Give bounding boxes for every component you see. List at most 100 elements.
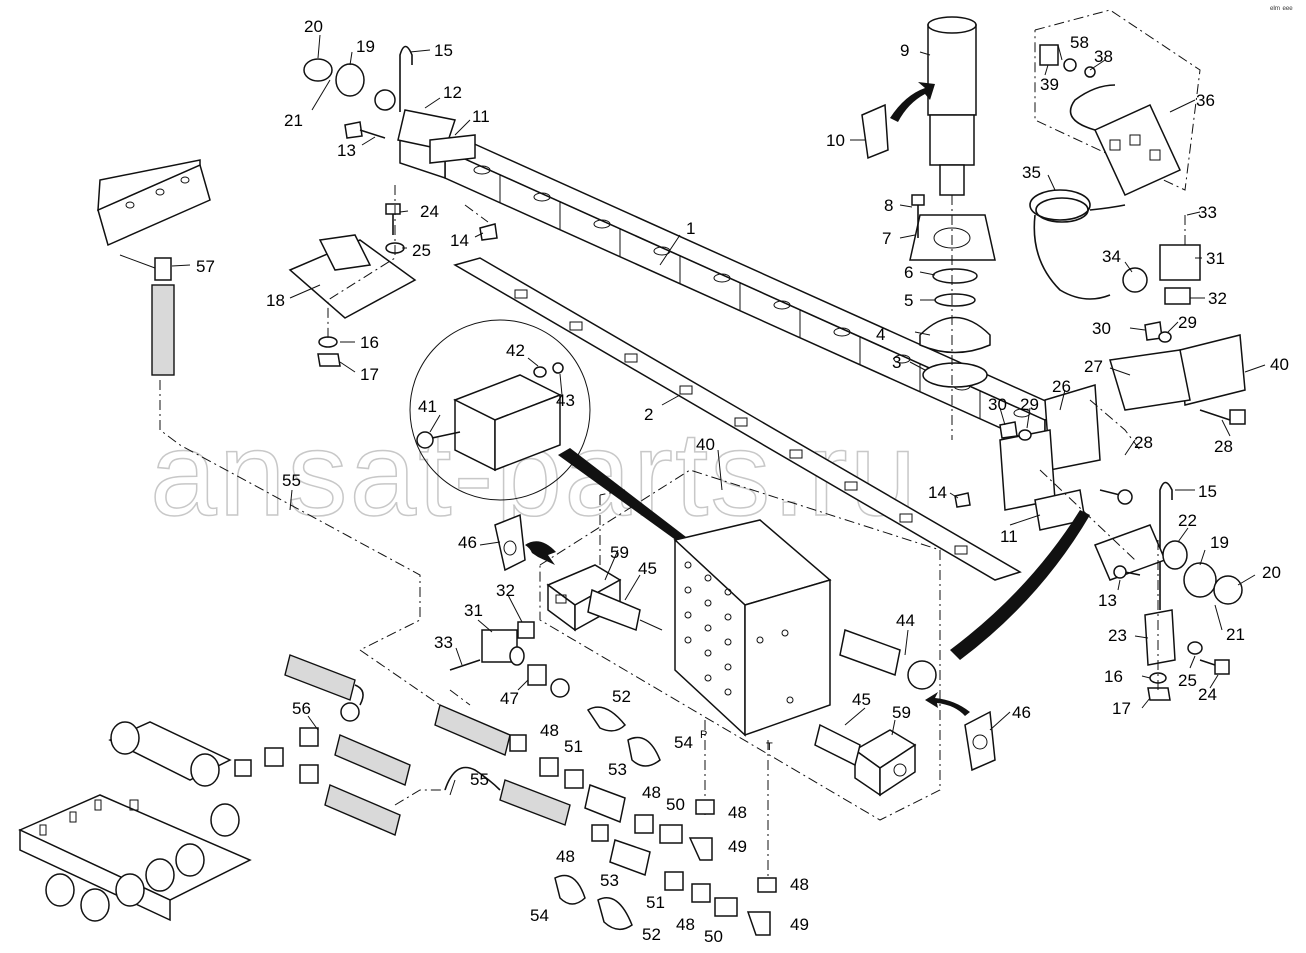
callout-52-b: 52	[642, 925, 661, 944]
callout-48-e: 48	[676, 915, 695, 934]
callout-59-upper: 59	[610, 543, 629, 562]
retainer-clip-10	[861, 103, 889, 160]
callout-17-left: 17	[360, 365, 379, 384]
callout-53-a: 53	[608, 760, 627, 779]
arrow-46-right	[925, 692, 970, 716]
callout-24-left: 24	[420, 202, 439, 221]
callout-16-left: 16	[360, 333, 379, 352]
cap-54-lower	[554, 874, 586, 905]
callout-51-b: 51	[646, 893, 665, 912]
callout-47: 47	[500, 689, 519, 708]
hose-lower-left	[324, 734, 411, 836]
port-label-p: P	[700, 729, 707, 741]
washer-29-right	[1158, 331, 1172, 343]
callout-13-right: 13	[1098, 591, 1117, 610]
manifold-block	[673, 519, 832, 737]
routing-lines	[159, 185, 1186, 806]
callout-19-left: 19	[356, 37, 375, 56]
callout-11-bottom: 11	[1000, 527, 1018, 546]
arrow-46-left	[525, 541, 556, 565]
callout-7: 7	[882, 229, 891, 248]
callout-13-left: 13	[337, 141, 356, 160]
callout-32-left: 32	[496, 581, 515, 600]
valve-connector-31-left	[481, 629, 525, 666]
callout-labels: 1 2 3 4 5 6 7 8 9 10 11 11 12 13 13 14 1…	[196, 17, 1289, 946]
callout-42: 42	[506, 341, 525, 360]
detail-circle	[409, 319, 591, 501]
coupling-set-lower	[591, 824, 771, 936]
callout-3: 3	[892, 353, 901, 372]
callout-11-top: 11	[472, 107, 490, 126]
callout-25-left: 25	[412, 241, 431, 260]
nut-14	[479, 223, 498, 241]
solenoid-59-lower	[853, 729, 917, 797]
callout-28-right: 28	[1214, 437, 1233, 456]
callout-51-a: 51	[564, 737, 583, 756]
fitting-48-t	[757, 877, 777, 893]
callout-28-mid: 28	[1134, 433, 1153, 452]
callout-8: 8	[884, 196, 893, 215]
bolt-41	[416, 431, 461, 449]
bracket-22	[1093, 524, 1188, 581]
column-assembly	[909, 16, 996, 388]
cap-19-right	[1183, 562, 1243, 605]
u-bolt-15-right	[1159, 481, 1173, 610]
hose-upper-left	[284, 654, 364, 706]
distribution-block	[97, 159, 211, 247]
callout-49-b: 49	[790, 915, 809, 934]
callout-25-right: 25	[1178, 671, 1197, 690]
callout-50-a: 50	[666, 795, 685, 814]
callout-48-c: 48	[728, 803, 747, 822]
connector-socket-19	[303, 58, 396, 111]
hose-lower-middle	[499, 779, 571, 826]
cap-52-upper	[586, 706, 627, 732]
callout-57: 57	[196, 257, 215, 276]
coupling-set-upper	[539, 757, 713, 861]
callout-50-b: 50	[704, 927, 723, 946]
arrow-to-column	[890, 82, 935, 122]
corner-mark: ᵉᴵᵐ ᵉᵉᵉ	[1270, 4, 1293, 14]
callout-4: 4	[876, 325, 885, 344]
bolt-13-right	[1113, 565, 1141, 579]
leader-lines	[119, 34, 1266, 796]
callout-22: 22	[1178, 511, 1197, 530]
callout-18: 18	[266, 291, 285, 310]
end-plate-left	[397, 109, 476, 180]
retainer-46-right	[964, 710, 996, 772]
callout-21-left: 21	[284, 111, 303, 130]
screw-33-left	[449, 659, 481, 671]
bolt-28-mid	[1099, 489, 1133, 505]
callout-32-right: 32	[1208, 289, 1227, 308]
callout-23: 23	[1108, 626, 1127, 645]
callout-27: 27	[1084, 357, 1103, 376]
cable-35	[1029, 189, 1126, 300]
callout-31-right: 31	[1206, 249, 1225, 268]
callout-44: 44	[896, 611, 915, 630]
washer-16	[318, 336, 338, 348]
callout-14-top: 14	[450, 231, 469, 250]
valve-connector-31-right	[1159, 244, 1201, 305]
callout-36: 36	[1196, 91, 1215, 110]
callout-33-right: 33	[1198, 203, 1217, 222]
callout-10: 10	[826, 131, 845, 150]
callout-46-right: 46	[1012, 703, 1031, 722]
bracket-23	[1144, 609, 1176, 666]
callout-48-a: 48	[540, 721, 559, 740]
cartridge-45-lower	[814, 723, 861, 767]
cap-54-upper	[627, 736, 661, 767]
callout-55-bottom: 55	[470, 770, 489, 789]
connector-39	[1039, 44, 1096, 78]
gasket-32-left	[517, 621, 535, 639]
callout-30-right: 30	[1092, 319, 1111, 338]
callout-31-left: 31	[464, 601, 483, 620]
callout-24-right: 24	[1198, 685, 1217, 704]
callout-48-d: 48	[556, 847, 575, 866]
callout-54-b: 54	[530, 906, 549, 925]
callout-53-b: 53	[600, 871, 619, 890]
junction-box-36	[1034, 9, 1201, 196]
cartridge-45-upper	[587, 588, 663, 632]
port-label-t: T	[766, 741, 773, 753]
callout-29-right: 29	[1178, 313, 1197, 332]
callout-1: 1	[686, 219, 695, 238]
